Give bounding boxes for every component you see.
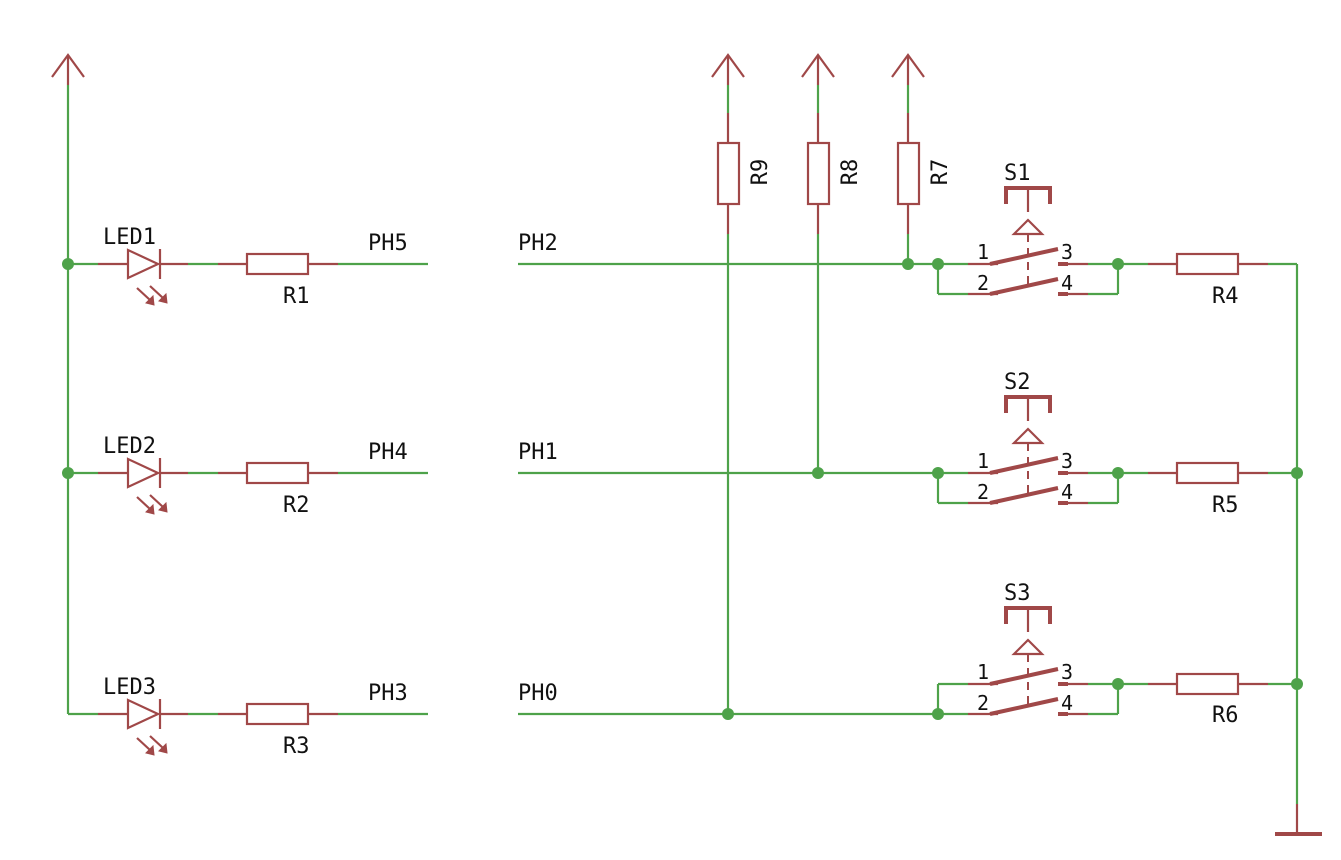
led-icon — [126, 698, 168, 756]
vcc-arrow-icon — [801, 53, 835, 85]
switch-label: S3 — [1004, 581, 1031, 606]
net-label: PH0 — [518, 681, 558, 706]
pin-label: 3 — [1061, 449, 1073, 473]
led-section: LED1 R1 PH5 LED2 R2 PH4 — [51, 53, 428, 759]
led-icon — [126, 457, 168, 515]
pin-label: 1 — [977, 449, 989, 473]
pin-label: 2 — [977, 691, 989, 715]
junction — [812, 467, 824, 479]
led-label: LED1 — [103, 225, 156, 250]
junction — [1112, 678, 1124, 690]
pin-label: 4 — [1061, 480, 1073, 504]
led-row-2: LED2 R2 PH4 — [62, 434, 428, 518]
resistor-label: R6 — [1212, 703, 1239, 728]
led-label: LED3 — [103, 675, 156, 700]
pin-label: 4 — [1061, 271, 1073, 295]
pin-label: 1 — [977, 660, 989, 684]
led-row-3: LED3 R3 PH3 — [68, 675, 428, 759]
net-label: PH1 — [518, 440, 558, 465]
resistor-icon — [245, 252, 310, 276]
pin-label: 3 — [1061, 240, 1073, 264]
net-label: PH2 — [518, 231, 558, 256]
pin-label: 2 — [977, 480, 989, 504]
vcc-arrow-icon — [891, 53, 925, 85]
net-label: PH5 — [368, 231, 408, 256]
pin-label: 3 — [1061, 660, 1073, 684]
led-label: LED2 — [103, 434, 156, 459]
pin-label: 1 — [977, 240, 989, 264]
junction — [1112, 258, 1124, 270]
resistor-label: R1 — [283, 284, 310, 309]
resistor-label: R2 — [283, 493, 310, 518]
resistor-label: R8 — [838, 159, 863, 186]
junction — [1112, 467, 1124, 479]
resistor-label: R3 — [283, 734, 310, 759]
resistor-icon — [1175, 461, 1240, 485]
resistor-label: R5 — [1212, 493, 1239, 518]
pushbutton-icon — [968, 606, 1088, 716]
pullup-section: R9 R8 R7 — [711, 53, 953, 714]
switch-label: S1 — [1004, 161, 1031, 186]
resistor-label: R4 — [1212, 284, 1239, 309]
resistor-label: R9 — [748, 159, 773, 186]
led-row-1: LED1 R1 PH5 — [62, 225, 428, 309]
pullup-r7: R7 — [891, 53, 953, 264]
resistor-icon — [716, 141, 741, 206]
junction — [62, 258, 74, 270]
resistor-label: R7 — [928, 159, 953, 186]
pin-label: 4 — [1061, 691, 1073, 715]
pullup-r9: R9 — [711, 53, 773, 714]
resistor-icon — [1175, 252, 1240, 276]
switch-label: S2 — [1004, 370, 1031, 395]
resistor-icon — [806, 141, 831, 206]
net-label: PH4 — [368, 440, 408, 465]
pullup-r8: R8 — [801, 53, 863, 473]
pushbutton-icon — [968, 186, 1088, 296]
vcc-arrow-icon — [711, 53, 745, 85]
pushbutton-icon — [968, 395, 1088, 505]
led-icon — [126, 248, 168, 306]
resistor-icon — [245, 702, 310, 726]
pin-label: 2 — [977, 271, 989, 295]
ground-icon — [1275, 804, 1322, 836]
junction — [722, 708, 734, 720]
vcc-arrow-icon — [51, 53, 85, 85]
input-row-1: PH2 1 2 3 4 S1 — [518, 161, 1297, 309]
net-label: PH3 — [368, 681, 408, 706]
junction — [62, 467, 74, 479]
junction — [902, 258, 914, 270]
input-row-2: PH1 1 2 3 4 S2 — [518, 370, 1303, 518]
resistor-icon — [1175, 672, 1240, 696]
input-section: PH2 1 2 3 4 S1 — [518, 161, 1322, 836]
resistor-icon — [245, 461, 310, 485]
resistor-icon — [896, 141, 921, 206]
input-row-3: PH0 1 2 3 4 S3 — [518, 581, 1303, 728]
